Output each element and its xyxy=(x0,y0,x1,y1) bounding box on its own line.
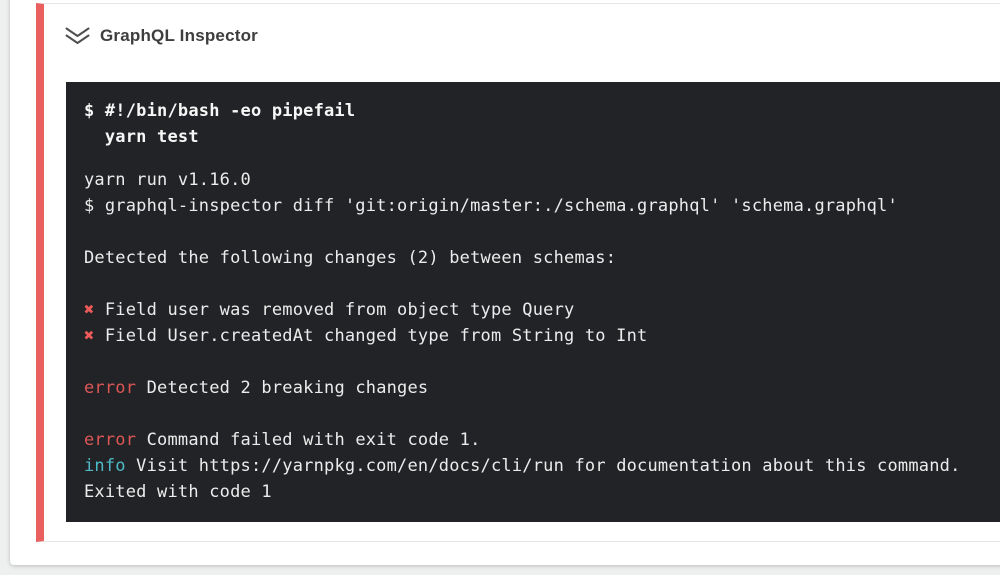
terminal-command-line: $ #!/bin/bash -eo pipefail xyxy=(84,101,356,121)
terminal-line xyxy=(84,271,1000,297)
terminal-line: error Command failed with exit code 1. xyxy=(84,430,481,450)
terminal-line: ✖ Field User.createdAt changed type from… xyxy=(84,326,648,346)
terminal-output-panel: $ #!/bin/bash -eo pipefail yarn test yar… xyxy=(66,82,1000,522)
terminal-output: yarn run v1.16.0 $ graphql-inspector diff… xyxy=(84,167,1000,505)
step-header[interactable]: GraphQL Inspector xyxy=(44,4,1000,82)
terminal-line xyxy=(84,349,1000,375)
terminal-line: Detected the following changes (2) betwe… xyxy=(84,248,617,268)
terminal-line: Exited with code 1 xyxy=(84,482,272,502)
terminal-command-block: $ #!/bin/bash -eo pipefail yarn test xyxy=(84,98,1000,150)
terminal-line: info Visit https://yarnpkg.com/en/docs/c… xyxy=(84,456,961,476)
terminal-command-line: yarn test xyxy=(84,127,199,147)
terminal-line: yarn run v1.16.0 xyxy=(84,170,251,190)
terminal-line: error Detected 2 breaking changes xyxy=(84,378,429,398)
terminal-line: $ graphql-inspector diff 'git:origin/mas… xyxy=(84,196,898,216)
double-chevron-down-icon[interactable] xyxy=(64,25,91,47)
step-row-graphql-inspector: GraphQL Inspector $ #!/bin/bash -eo pipe… xyxy=(36,3,1000,542)
build-step-card: GraphQL Inspector $ #!/bin/bash -eo pipe… xyxy=(10,0,1000,565)
step-title: GraphQL Inspector xyxy=(100,26,259,45)
terminal-line: ✖ Field user was removed from object typ… xyxy=(84,300,575,320)
terminal-line xyxy=(84,219,1000,245)
terminal-line xyxy=(84,401,1000,427)
